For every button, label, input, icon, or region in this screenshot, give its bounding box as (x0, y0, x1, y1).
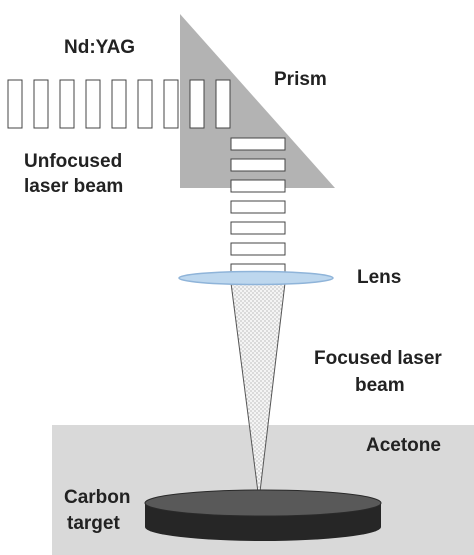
unfocused-beam-segment (85, 79, 101, 129)
unfocused-beam-horizontal (7, 79, 231, 129)
focused-beam-label-line2: beam (355, 375, 405, 396)
unfocused-beam-label-line1: Unfocused (24, 151, 123, 172)
acetone-label: Acetone (366, 435, 441, 456)
unfocused-beam-segment (163, 79, 179, 129)
unfocused-beam-vertical (230, 137, 286, 277)
carbon-target (144, 489, 382, 541)
unfocused-beam-segment (230, 200, 286, 214)
lens (178, 270, 334, 286)
unfocused-beam-segment (137, 79, 153, 129)
lens-label: Lens (357, 267, 402, 288)
unfocused-beam-segment (215, 79, 231, 129)
unfocused-beam-segment (230, 242, 286, 256)
carbon-target-label-line1: Carbon (64, 487, 131, 508)
unfocused-beam-segment (230, 221, 286, 235)
focused-beam-label-line1: Focused laser (314, 348, 442, 369)
unfocused-beam-segment (59, 79, 75, 129)
prism-label: Prism (274, 69, 327, 90)
unfocused-beam-segment (230, 158, 286, 172)
unfocused-beam-segment (33, 79, 49, 129)
unfocused-beam-segment (230, 137, 286, 151)
prism (180, 14, 335, 188)
carbon-target-label-line2: target (67, 513, 120, 534)
unfocused-beam-segment (7, 79, 23, 129)
carbon-target-top (144, 489, 382, 517)
laser-label: Nd:YAG (64, 37, 136, 58)
unfocused-beam-segment (230, 179, 286, 193)
unfocused-beam-label-line2: laser beam (24, 176, 124, 197)
unfocused-beam-segment (189, 79, 205, 129)
unfocused-beam-segment (111, 79, 127, 129)
